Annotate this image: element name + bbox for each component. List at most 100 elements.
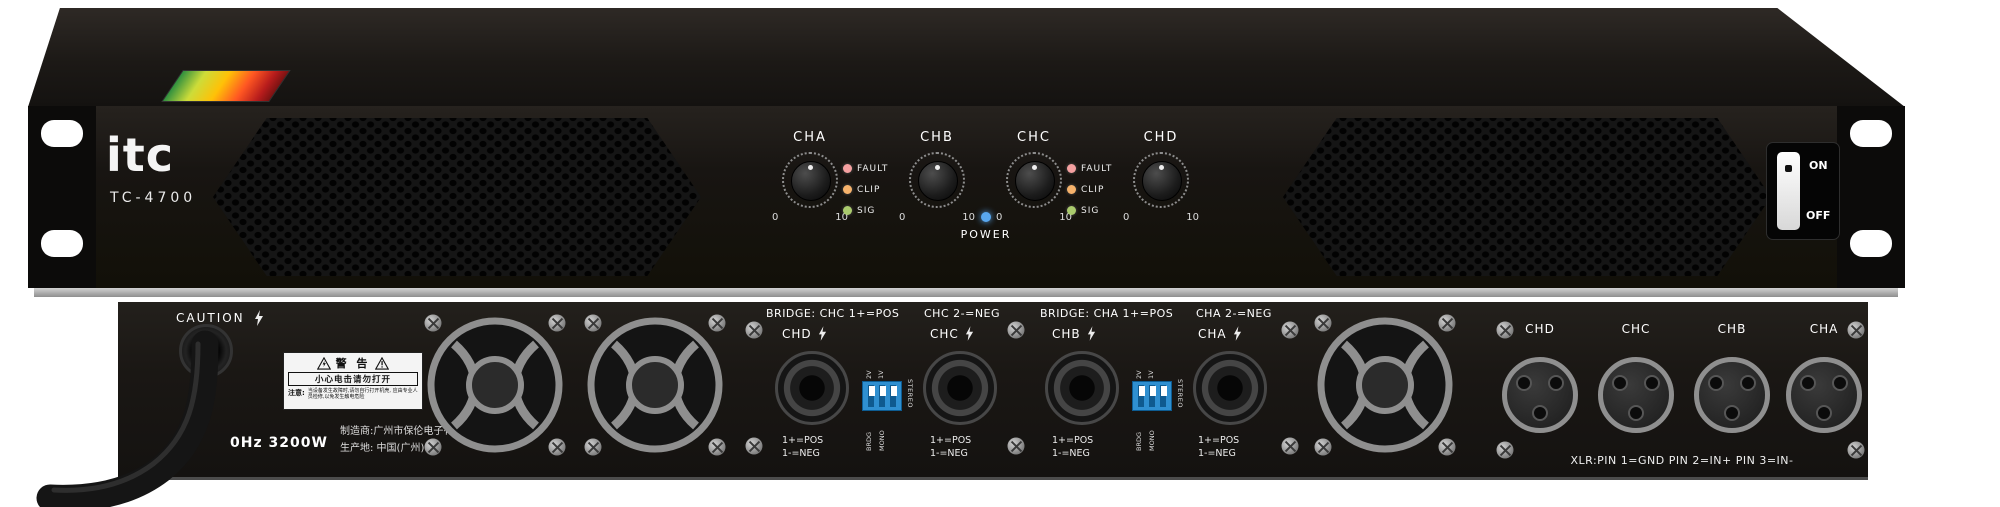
dip-switch-block xyxy=(862,381,902,411)
channel-label: CHC xyxy=(1017,130,1051,145)
speaker-channel-label: CHC xyxy=(930,326,974,341)
screw-icon xyxy=(1314,314,1332,332)
manufacturer-line: 制造商:广州市保伦电子有限公司 xyxy=(340,426,484,437)
xlr-pin-hole xyxy=(1532,405,1548,421)
screw-icon xyxy=(1847,441,1865,459)
xlr-channel-label: CHA xyxy=(1809,322,1839,336)
fault-led-icon xyxy=(843,164,852,173)
dip-toggle[interactable] xyxy=(890,385,897,407)
channel-label: CHA xyxy=(793,130,827,145)
scale-min: 0 xyxy=(899,212,906,223)
screw-icon xyxy=(424,314,442,332)
switch-on-label: ON xyxy=(1809,159,1828,172)
xlr-connector-cha xyxy=(1786,357,1862,433)
scale-min: 0 xyxy=(1123,212,1130,223)
bridge-label: BRIDGE: CHA 1+=POS xyxy=(1040,307,1174,320)
channel-text: CHB xyxy=(1052,326,1081,341)
speaker-channel-label: CHB xyxy=(1052,326,1096,341)
rack-ear-left xyxy=(28,106,96,288)
xlr-pin-hole xyxy=(1628,405,1644,421)
dip-toggle[interactable] xyxy=(1138,385,1145,407)
chassis-top xyxy=(28,8,1905,107)
knob-scale: 0 10 xyxy=(996,212,1072,223)
knob-tick-ring xyxy=(1133,152,1189,208)
pos-label: 1+=POS xyxy=(782,435,824,446)
rack-mount-hole xyxy=(1850,120,1892,147)
dip-toggle[interactable] xyxy=(868,385,875,407)
screw-icon xyxy=(584,438,602,456)
dip-switch-cluster: 2V 1V STEREO BRDG MONO xyxy=(1130,358,1188,458)
xlr-pin-hole xyxy=(1612,375,1628,391)
xlr-pin-hole xyxy=(1516,375,1532,391)
xlr-pinout-note: XLR:PIN 1=GND PIN 2=IN+ PIN 3=IN- xyxy=(1570,454,1794,467)
sig-label: SIG xyxy=(857,205,876,216)
channel-chc: CHC 0 10 xyxy=(989,130,1079,223)
caution-label: CAUTION xyxy=(176,311,245,325)
pos-label: 1+=POS xyxy=(930,435,972,446)
knob-indicator xyxy=(1032,165,1037,170)
dip-switch-block xyxy=(1132,381,1172,411)
screw-icon xyxy=(548,438,566,456)
channel-chd: CHD 0 10 xyxy=(1116,130,1206,223)
warning-subtitle: 小心电击请勿打开 xyxy=(288,372,418,386)
power-led-icon xyxy=(981,212,991,222)
screw-icon xyxy=(584,314,602,332)
rear-bottom-edge xyxy=(118,477,1868,480)
dip-1v-label: 1V xyxy=(1147,370,1155,379)
fault-led-icon xyxy=(1067,164,1076,173)
knob-scale: 0 10 xyxy=(899,212,975,223)
chassis-base-strip xyxy=(34,288,1898,297)
gain-knob-cha[interactable] xyxy=(791,161,831,201)
bridge-label: BRIDGE: CHC 1+=POS xyxy=(766,307,900,320)
speakon-connector-chd xyxy=(775,351,849,425)
brand-logo: itc xyxy=(106,128,175,182)
scale-max: 10 xyxy=(835,212,848,223)
lightning-bolt-icon xyxy=(1233,326,1241,341)
xlr-pin-hole xyxy=(1644,375,1660,391)
sig-led-icon xyxy=(843,206,852,215)
electric-hazard-triangle-icon xyxy=(316,356,331,370)
caution-text: CAUTION xyxy=(176,310,264,326)
bridge-label: CHC 2-=NEG xyxy=(924,307,1001,320)
neg-label: 1-=NEG xyxy=(1198,448,1236,460)
lightning-bolt-icon xyxy=(965,326,973,341)
warning-title: 警 告 xyxy=(335,357,371,370)
warning-note-text: 当设备发生故障时,请勿自行打开机壳, 应由专业人员检修,以免发生触电危险 xyxy=(307,388,418,401)
model-number: TC-4700 xyxy=(110,190,197,206)
clip-label: CLIP xyxy=(857,184,881,195)
neg-label: 1-=NEG xyxy=(782,448,820,460)
hologram-sticker-icon xyxy=(161,70,291,102)
sig-led-icon xyxy=(1067,206,1076,215)
ventilation-grille-right xyxy=(1283,118,1771,276)
screw-icon xyxy=(1007,321,1025,339)
rack-mount-hole xyxy=(41,120,83,147)
gain-knob-chc[interactable] xyxy=(1015,161,1055,201)
rocker-dot xyxy=(1785,165,1792,172)
speakon-connector-cha xyxy=(1193,351,1267,425)
channel-label: CHB xyxy=(920,130,954,145)
warning-sticker: 警 告 小心电击请勿打开 注意: 当设备发生故障时,请勿自行打开机壳, 应由专业… xyxy=(283,352,423,410)
dip-1v-label: 1V xyxy=(877,370,885,379)
screw-icon xyxy=(424,438,442,456)
scale-min: 0 xyxy=(772,212,779,223)
xlr-pin-hole xyxy=(1548,375,1564,391)
dip-toggle[interactable] xyxy=(1160,385,1167,407)
xlr-channel-label: CHC xyxy=(1621,322,1651,336)
production-line: 生产地: 中国(广州) xyxy=(340,443,425,454)
dip-toggle[interactable] xyxy=(879,385,886,407)
xlr-connector-chd xyxy=(1502,357,1578,433)
power-rocker[interactable] xyxy=(1777,152,1800,230)
gain-knob-chd[interactable] xyxy=(1142,161,1182,201)
lightning-bolt-icon xyxy=(1087,326,1095,341)
xlr-channel-label: CHD xyxy=(1525,322,1555,336)
polarity-label: 1+=POS 1-=NEG xyxy=(930,434,971,461)
neg-label: 1-=NEG xyxy=(930,448,968,460)
power-switch: ON OFF xyxy=(1766,142,1840,240)
rack-mount-hole xyxy=(1850,230,1892,257)
speaker-channel-label: CHD xyxy=(782,326,827,341)
screw-icon xyxy=(1007,437,1025,455)
gain-knob-chb[interactable] xyxy=(918,161,958,201)
screw-icon xyxy=(1438,438,1456,456)
xlr-pin-hole xyxy=(1724,405,1740,421)
dip-toggle[interactable] xyxy=(1149,385,1156,407)
